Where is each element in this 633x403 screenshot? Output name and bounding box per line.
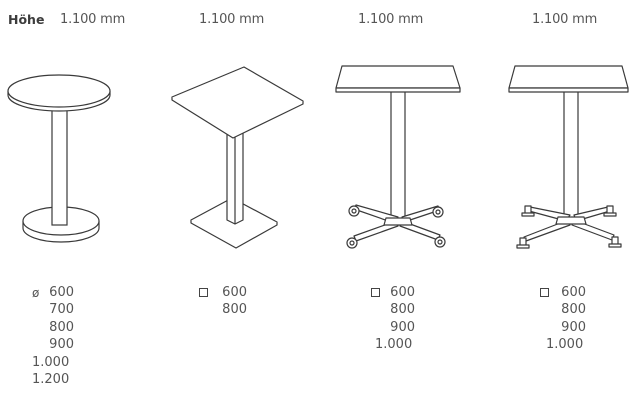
size-row: 600 bbox=[371, 284, 415, 301]
size-value: 1.200 bbox=[32, 372, 70, 388]
size-row: ø 600 bbox=[32, 284, 74, 301]
size-row: 800 bbox=[199, 301, 247, 318]
height-label: Höhe bbox=[8, 12, 45, 27]
size-row: 800 bbox=[371, 301, 415, 318]
size-value: 800 bbox=[390, 302, 415, 318]
square-table-icon bbox=[171, 66, 304, 249]
size-row: 800 bbox=[32, 319, 74, 336]
size-value: 1.000 bbox=[375, 337, 413, 353]
size-row: 900 bbox=[371, 319, 415, 336]
size-value: 800 bbox=[49, 319, 74, 335]
size-row: 600 bbox=[540, 284, 586, 301]
size-row: 1.000 bbox=[371, 336, 415, 353]
glide-table-icon bbox=[508, 65, 629, 249]
castor-table-icon bbox=[335, 65, 461, 249]
height-value-4: 1.100 mm bbox=[532, 12, 598, 27]
size-list-glide: 600 800 900 1.000 bbox=[540, 284, 586, 354]
square-icon bbox=[540, 288, 549, 297]
size-value: 600 bbox=[222, 285, 247, 300]
size-value: 600 bbox=[390, 285, 415, 300]
size-value: 800 bbox=[561, 302, 586, 318]
size-row: 1.000 bbox=[32, 354, 74, 371]
size-row: 600 bbox=[199, 284, 247, 301]
size-value: 600 bbox=[561, 285, 586, 300]
height-value-3: 1.100 mm bbox=[358, 12, 424, 27]
size-row: 900 bbox=[32, 336, 74, 353]
size-value: 700 bbox=[49, 302, 74, 318]
size-value: 900 bbox=[49, 337, 74, 353]
size-value: 900 bbox=[561, 319, 586, 335]
height-value-1: 1.100 mm bbox=[60, 12, 126, 27]
size-list-castor: 600 800 900 1.000 bbox=[371, 284, 415, 354]
size-row: 700 bbox=[32, 301, 74, 318]
size-row: 800 bbox=[540, 301, 586, 318]
size-row: 1.200 bbox=[32, 371, 74, 388]
size-row: 900 bbox=[540, 319, 586, 336]
height-value-2: 1.100 mm bbox=[199, 12, 265, 27]
size-value: 800 bbox=[222, 302, 247, 318]
size-value: 1.000 bbox=[32, 354, 70, 370]
size-list-square: 600 800 bbox=[199, 284, 247, 319]
square-icon bbox=[371, 288, 380, 297]
size-value: 900 bbox=[390, 319, 415, 335]
square-icon bbox=[199, 288, 208, 297]
round-table-icon bbox=[7, 74, 111, 243]
size-value: 600 bbox=[49, 285, 74, 300]
size-list-round: ø 600 700 800 900 1.000 1.200 bbox=[32, 284, 74, 388]
size-row: 1.000 bbox=[540, 336, 586, 353]
size-value: 1.000 bbox=[546, 337, 584, 353]
diameter-icon: ø bbox=[32, 286, 40, 300]
